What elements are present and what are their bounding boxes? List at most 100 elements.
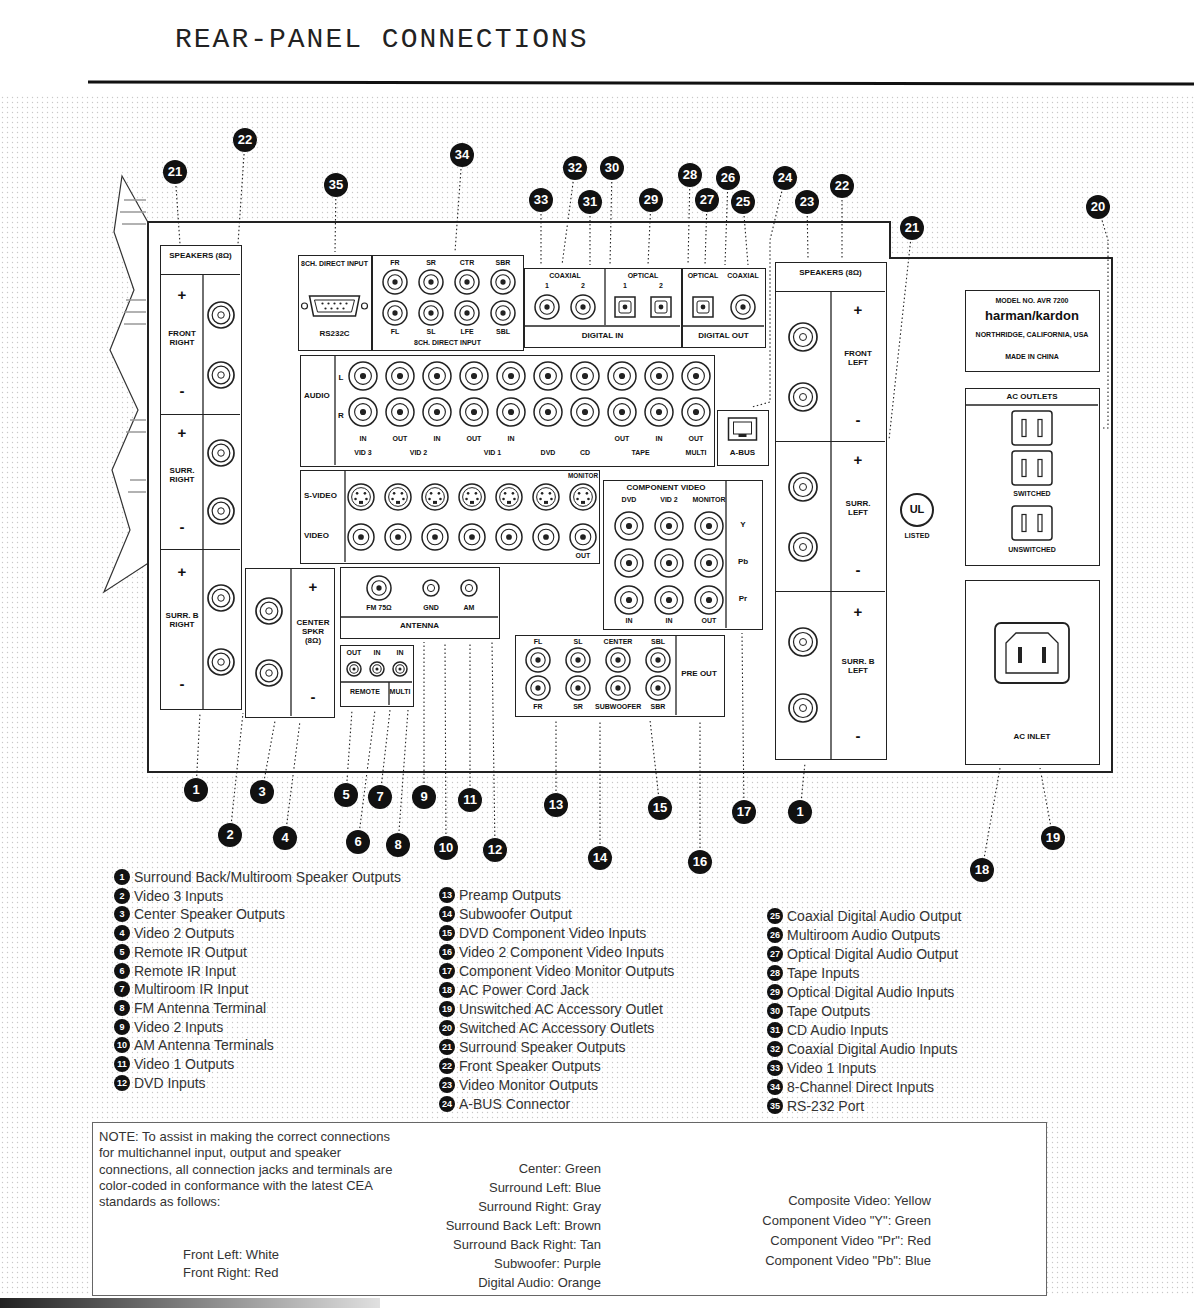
s-video-pin: [550, 498, 553, 501]
leader-line: [562, 182, 573, 265]
s-video-pin: [587, 498, 590, 501]
rca-jack: [497, 362, 525, 390]
speaker-terminal: +SURR. B RIGHT-: [161, 549, 240, 708]
s-video-pin: [401, 492, 404, 495]
callout-number: 32: [563, 156, 587, 180]
callout-number: 14: [588, 846, 612, 870]
rca-jack-pin: [392, 310, 397, 315]
rca-jack: [655, 549, 683, 577]
binding-post-hole: [800, 394, 807, 401]
rca-jack: [419, 301, 443, 325]
binding-post-hole: [218, 372, 225, 379]
rca-jack-pin: [352, 667, 355, 670]
key-text: Switched AC Accessory Outlets: [459, 1019, 654, 1037]
rca-jack-ring: [540, 300, 554, 314]
speaker-terminal: +FRONT LEFT-: [776, 291, 885, 441]
callout-number: 1: [788, 800, 812, 824]
s-video-socket: [574, 488, 593, 507]
rca-jack: [496, 524, 522, 550]
panel-label: VIDEO: [304, 532, 344, 541]
key-number: 11: [114, 1056, 130, 1072]
rca-jack-pin: [508, 373, 514, 379]
panel-label: Pr: [728, 595, 758, 604]
rca-jack: [645, 362, 673, 390]
rca-jack: [386, 362, 414, 390]
panel-label: NORTHRIDGE, CALIFORNIA, USA: [969, 331, 1095, 339]
rca-jack: [606, 676, 630, 700]
antenna-screw: [427, 584, 434, 591]
antenna-terminal: [423, 580, 439, 596]
optical-jack: [693, 297, 713, 317]
panel-label: TAPE: [616, 449, 666, 457]
key-text: Video 2 Component Video Inputs: [459, 943, 664, 961]
speaker-panel: SPEAKERS (8Ω)+FRONT LEFT-+SURR. LEFT-+SU…: [775, 262, 887, 760]
callout-number: 6: [346, 830, 370, 854]
rca-jack-ring: [614, 368, 631, 385]
rca-jack-pin: [434, 373, 440, 379]
sheet-line: [130, 419, 146, 421]
panel-label: SL: [558, 638, 598, 646]
speaker-terminal: +SURR. RIGHT-: [161, 414, 240, 549]
panel-label: Y: [728, 521, 758, 530]
s-video-jack: [385, 484, 411, 510]
callout-number: 11: [458, 788, 482, 812]
leader-line: [807, 216, 809, 258]
rca-jack-pin: [506, 534, 512, 540]
rca-jack: [423, 398, 451, 426]
key-number: 8: [114, 1000, 130, 1016]
rca-jack-ring: [353, 529, 369, 545]
rca-jack-ring: [392, 404, 409, 421]
divider-line: [344, 471, 345, 562]
binding-post-cap: [212, 653, 230, 671]
leader-line: [287, 721, 300, 824]
binding-post: [789, 694, 817, 722]
rca-jack-pin: [655, 685, 660, 690]
divider-line: [388, 682, 389, 705]
panel-label: +: [162, 287, 202, 304]
key-number: 21: [439, 1039, 455, 1055]
panel-label: R: [336, 412, 346, 421]
rca-jack: [460, 362, 488, 390]
callout-number: 27: [695, 188, 719, 212]
panel-label: 8CH. DIRECT INPUT: [301, 260, 369, 268]
binding-post-hole: [218, 659, 225, 666]
divider-line: [202, 550, 203, 709]
key-text: AC Power Cord Jack: [459, 981, 589, 999]
panel-label: -: [162, 519, 202, 536]
binding-post-hole: [800, 544, 807, 551]
s-video-pin: [465, 498, 468, 501]
binding-post: [789, 473, 817, 501]
panel-label: VID 2: [394, 449, 444, 457]
rca-jack-ring: [571, 653, 585, 667]
binding-post-cap: [793, 477, 812, 496]
rs232-pin: [324, 307, 326, 309]
rca-jack: [731, 295, 755, 319]
rca-jack-ring: [621, 592, 638, 609]
leader-line: [984, 768, 1000, 856]
rca-jack-ring: [396, 665, 404, 673]
outlet-slot: [1022, 420, 1026, 437]
panel-label: COAXIAL: [530, 272, 600, 280]
rca-jack-pin: [693, 409, 699, 415]
s-video-pin: [393, 492, 396, 495]
key-text: Video Monitor Outputs: [459, 1076, 598, 1094]
key-text: Coaxial Digital Audio Inputs: [787, 1040, 957, 1058]
page-edge-bar: [0, 1298, 380, 1308]
ul-mark-ring: [901, 494, 933, 526]
optical-jack: [651, 297, 671, 317]
rca-jack-pin: [397, 409, 403, 415]
callout-number: 10: [434, 836, 458, 860]
panel-label: MONITOR: [561, 472, 605, 479]
callout-number: 28: [678, 163, 702, 187]
panel-label: SURR. RIGHT: [162, 467, 202, 485]
ac-inlet-panel: AC INLET: [965, 580, 1100, 765]
panel-label: CENTER: [596, 638, 640, 646]
sheet-line: [122, 223, 146, 225]
divider-line: [290, 569, 291, 716]
rca-jack-ring: [466, 368, 483, 385]
rca-jack: [615, 549, 643, 577]
rca-jack: [682, 362, 710, 390]
rca-jack-pin: [655, 657, 660, 662]
binding-post: [789, 533, 817, 561]
rca-jack: [347, 662, 361, 676]
